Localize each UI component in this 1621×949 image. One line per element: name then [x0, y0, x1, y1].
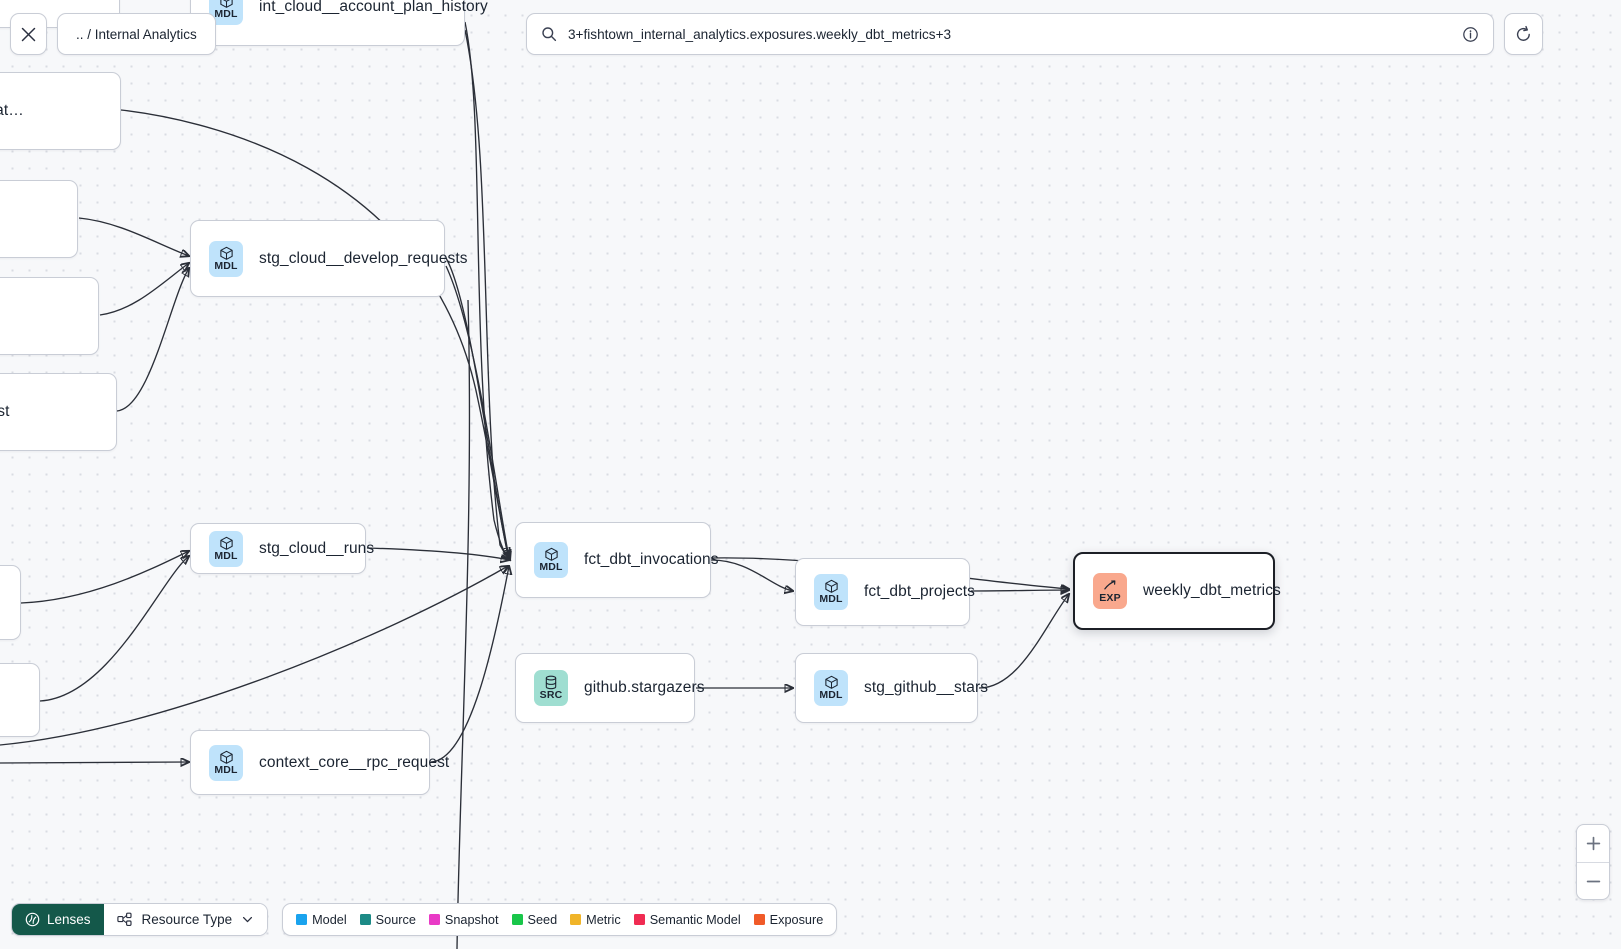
- lenses-button[interactable]: Lenses: [12, 904, 104, 935]
- resource-type-dropdown[interactable]: Resource Type: [103, 904, 268, 935]
- plus-icon: [1586, 836, 1600, 851]
- legend-label: Metric: [586, 912, 621, 927]
- legend-swatch: [428, 914, 440, 925]
- node-type-badge-label: MDL: [214, 8, 238, 20]
- close-button[interactable]: [10, 13, 47, 55]
- graph-node[interactable]: SRC github.stargazers: [515, 653, 705, 723]
- node-label: github.stargazers: [584, 679, 705, 696]
- legend-swatch: [296, 914, 308, 925]
- node-label: fct_dbt_invocations: [584, 551, 719, 568]
- legend-label: Exposure: [769, 912, 824, 927]
- legend-item[interactable]: Source: [359, 912, 416, 927]
- cube-icon: [544, 547, 559, 562]
- zoom-controls[interactable]: [1576, 824, 1610, 900]
- zoom-out-button[interactable]: [1577, 862, 1609, 899]
- bottom-toolbar: Lenses Resource Type Model Source Snapshot…: [11, 903, 838, 936]
- search-icon: [542, 27, 557, 42]
- node-type-badge-exp: EXP: [1093, 573, 1127, 609]
- resource-type-legend: Model Source Snapshot Seed Metric Semantic Mo…: [282, 903, 838, 936]
- legend-swatch: [511, 914, 523, 925]
- node-type-badge-mdl: MDL: [534, 542, 568, 578]
- node-type-badge-label: MDL: [819, 689, 843, 701]
- database-icon: [544, 675, 558, 690]
- graph-node[interactable]: EXP weekly_dbt_metrics: [1073, 552, 1281, 630]
- legend-swatch: [570, 914, 582, 925]
- node-type-badge-mdl: MDL: [209, 240, 243, 277]
- graph-node[interactable]: MDL stg_cloud__develop_requests: [190, 220, 468, 297]
- graph-node[interactable]: MDL stg_cloud__runs: [190, 523, 374, 574]
- refresh-button[interactable]: [1504, 13, 1543, 55]
- graph-node[interactable]: MDL int_cloud__account_plan_history: [190, 0, 488, 46]
- legend-label: Semantic Model: [649, 912, 741, 927]
- legend-item[interactable]: Snapshot: [428, 912, 499, 927]
- legend-item[interactable]: Model: [296, 913, 347, 927]
- graph-node[interactable]: MDL fct_dbt_invocations: [515, 522, 719, 598]
- graph-node[interactable]: MDL context_core__rpc_request: [190, 730, 449, 795]
- node-label: int_cloud__account_plan_history: [259, 0, 488, 15]
- legend-label: Snapshot: [444, 912, 499, 927]
- node-type-badge-label: MDL: [539, 561, 563, 573]
- node-type-badge-label: MDL: [214, 549, 238, 562]
- node-label: context_core__rpc_request: [259, 753, 450, 771]
- cube-icon: [219, 246, 234, 261]
- chart-line-icon: [1103, 578, 1118, 593]
- graph-node[interactable]: .run: [0, 663, 40, 737]
- lenses-label: Lenses: [47, 912, 91, 927]
- close-icon: [21, 27, 36, 41]
- node-label: .develop_request: [0, 403, 10, 420]
- node-label: weekly_dbt_metrics: [1143, 582, 1281, 599]
- cube-icon: [824, 579, 839, 594]
- cube-icon: [219, 536, 234, 551]
- legend-swatch: [359, 914, 371, 925]
- node-type-badge-mdl: MDL: [209, 744, 243, 781]
- graph-node[interactable]: MDL fct_dbt_projects: [795, 558, 975, 626]
- minus-icon: [1586, 880, 1600, 882]
- search-bar[interactable]: 3+fishtown_internal_analytics.exposures.…: [526, 13, 1494, 55]
- breadcrumb-label: .. / Internal Analytics: [76, 26, 197, 42]
- node-type-badge-label: MDL: [819, 593, 843, 605]
- breadcrumb[interactable]: .. / Internal Analytics: [57, 13, 216, 55]
- legend-item[interactable]: Exposure: [753, 912, 824, 927]
- node-label: stg_cloud__develop_requests: [259, 249, 468, 267]
- node-type-badge-src: SRC: [534, 670, 568, 706]
- lenses-group: Lenses Resource Type: [11, 903, 269, 936]
- zoom-in-button[interactable]: [1577, 825, 1609, 862]
- cube-icon: [219, 0, 234, 9]
- graph-node[interactable]: n: [0, 565, 21, 640]
- graph-node[interactable]: .develop_request: [0, 373, 117, 451]
- legend-label: Source: [375, 912, 416, 927]
- legend-item[interactable]: Semantic Model: [633, 912, 741, 927]
- node-type-badge-mdl: MDL: [209, 530, 243, 567]
- info-icon[interactable]: [1462, 26, 1479, 43]
- node-type-badge-mdl: MDL: [814, 670, 848, 706]
- graph-node[interactable]: MDL stg_github__stars: [795, 653, 988, 723]
- lens-icon: [25, 912, 40, 927]
- node-label: fct_dbt_projects: [864, 583, 976, 600]
- resource-type-label: Resource Type: [141, 912, 233, 927]
- legend-item[interactable]: Seed: [511, 912, 558, 927]
- cube-icon: [219, 750, 234, 765]
- node-type-badge-label: MDL: [214, 259, 238, 272]
- legend-swatch: [633, 914, 645, 925]
- node-type-badge-label: MDL: [214, 763, 238, 776]
- legend-label: Seed: [527, 912, 558, 927]
- node-type-badge-label: EXP: [1099, 592, 1121, 604]
- node-label: multicell_migrat…: [0, 102, 24, 119]
- node-label: stg_cloud__runs: [259, 539, 375, 557]
- legend-swatch: [753, 914, 765, 925]
- resource-type-icon: [116, 912, 132, 926]
- graph-node[interactable]: velop_request: [0, 277, 99, 355]
- legend-label: Model: [312, 912, 347, 927]
- graph-node[interactable]: multicell_migrat…: [0, 72, 121, 150]
- node-type-badge-mdl: MDL: [814, 574, 848, 610]
- cube-icon: [824, 675, 839, 690]
- chevron-down-icon: [243, 916, 253, 923]
- node-type-badge-label: SRC: [539, 689, 563, 701]
- refresh-icon: [1516, 25, 1530, 41]
- legend-item[interactable]: Metric: [570, 913, 621, 927]
- node-label: stg_github__stars: [864, 679, 989, 696]
- search-input[interactable]: 3+fishtown_internal_analytics.exposures.…: [568, 26, 952, 42]
- graph-node[interactable]: op_request: [0, 180, 78, 258]
